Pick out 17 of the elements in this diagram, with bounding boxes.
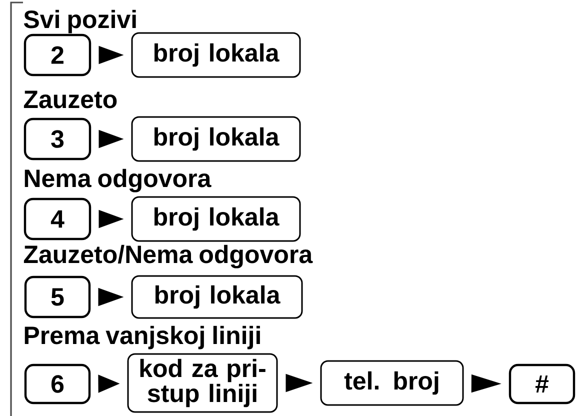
entry-box: broj lokala bbox=[131, 116, 301, 162]
key-box: 6 bbox=[24, 364, 91, 404]
entry-box: tel. broj bbox=[320, 360, 464, 406]
entry-box: broj lokala bbox=[131, 275, 303, 319]
key-box: 2 bbox=[24, 34, 92, 76]
key-box: # bbox=[508, 364, 576, 404]
entry-box: broj lokala bbox=[131, 32, 301, 78]
entry-box: kod za pri- stup liniji bbox=[127, 353, 278, 413]
key-box: 5 bbox=[24, 276, 91, 318]
heading: Svi pozivi bbox=[24, 10, 136, 34]
heading: Zauzeto/Nema odgovora bbox=[24, 244, 313, 268]
key-box: 3 bbox=[24, 118, 92, 160]
key-box: 4 bbox=[24, 198, 92, 240]
heading: Prema vanjskoj liniji bbox=[24, 326, 260, 350]
heading: Zauzeto bbox=[24, 90, 117, 108]
heading: Nema odgovora bbox=[24, 168, 212, 192]
entry-box: broj lokala bbox=[131, 196, 301, 242]
